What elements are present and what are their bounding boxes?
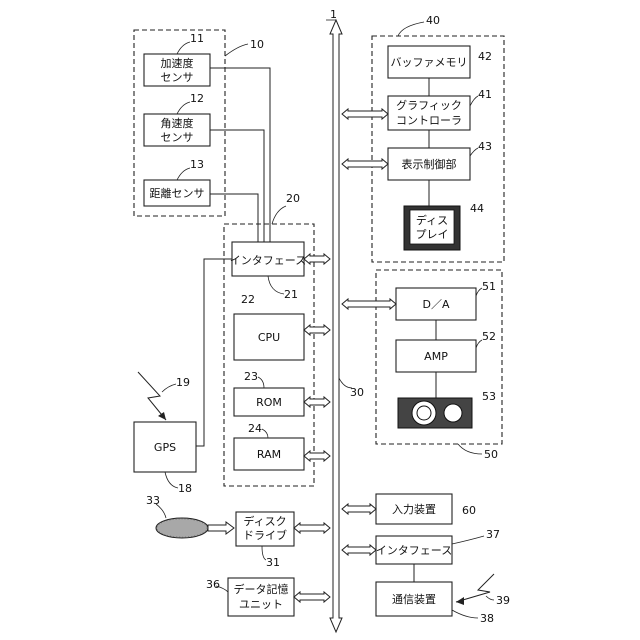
- ref-42: 42: [478, 50, 492, 63]
- comm-device-label: 通信装置: [392, 593, 436, 606]
- cpu-label: CPU: [258, 331, 280, 344]
- display-control-label: 表示制御部: [402, 157, 457, 171]
- ref-60: 60: [462, 504, 476, 517]
- ref-53: 53: [482, 390, 496, 403]
- interface-label: インタフェース: [230, 254, 306, 267]
- gps-antenna-icon: [138, 372, 166, 420]
- ref-20: 20: [286, 192, 300, 205]
- graphic-controller-label-2: コントローラ: [396, 114, 462, 127]
- ref-12: 12: [190, 92, 204, 105]
- ref-30: 30: [350, 386, 364, 399]
- wire-gps-interface: [196, 259, 232, 446]
- ref-37: 37: [486, 528, 500, 541]
- ref-18: 18: [178, 482, 192, 495]
- ref-41: 41: [478, 88, 492, 101]
- ref-11: 11: [190, 32, 204, 45]
- amp-label: AMP: [424, 350, 448, 363]
- data-storage-label-2: ユニット: [239, 598, 283, 611]
- distance-sensor-label: 距離センサ: [150, 186, 205, 200]
- ref-43: 43: [478, 140, 492, 153]
- connector-bus-graphic: [342, 109, 388, 119]
- disk-drive-label-1: ディスク: [243, 514, 286, 528]
- connector-bus-da: [342, 299, 396, 309]
- accel-sensor-label-1: 加速度: [161, 56, 194, 70]
- accel-sensor-label-2: センサ: [161, 71, 194, 84]
- ref-44: 44: [470, 202, 484, 215]
- data-storage-label-1: データ記憶: [234, 582, 289, 596]
- connector-storage-bus: [294, 592, 330, 602]
- ram-label: RAM: [257, 448, 281, 461]
- connector-disk-bus: [294, 523, 330, 533]
- ref-52: 52: [482, 330, 496, 343]
- input-device-label: 入力装置: [392, 503, 436, 516]
- display-label-1: ディス: [416, 213, 448, 227]
- wire-distance: [210, 194, 258, 242]
- ref-38: 38: [480, 612, 494, 625]
- system-bus: [330, 20, 342, 632]
- display-label-2: プレイ: [416, 228, 449, 241]
- connector-bus-interface2: [342, 545, 376, 555]
- wire-angular: [210, 130, 264, 242]
- comm-antenna-icon: [456, 574, 494, 605]
- rom-label: ROM: [256, 396, 282, 409]
- ref-40: 40: [426, 14, 440, 27]
- connector-interface-bus: [304, 254, 330, 264]
- disk-drive-label-2: ドライブ: [243, 528, 287, 542]
- ref-23: 23: [244, 370, 258, 383]
- connector-bus-input: [342, 504, 376, 514]
- ref-10: 10: [250, 38, 264, 51]
- graphic-controller-label-1: グラフィック: [396, 98, 462, 112]
- da-converter-label: D／A: [423, 298, 450, 311]
- ref-19: 19: [176, 376, 190, 389]
- gps-label: GPS: [154, 441, 176, 454]
- bus-ref-label: 1: [330, 8, 337, 21]
- ref-22: 22: [241, 293, 255, 306]
- ref-31: 31: [266, 556, 280, 569]
- ref-36: 36: [206, 578, 220, 591]
- ref-21: 21: [284, 288, 298, 301]
- connector-bus-display-control: [342, 159, 388, 169]
- connector-cpu-bus: [304, 325, 330, 335]
- connector-ram-bus: [304, 451, 330, 461]
- ref-24: 24: [248, 422, 262, 435]
- angular-sensor-label-2: センサ: [161, 131, 194, 144]
- ref-50: 50: [484, 448, 498, 461]
- buffer-memory-label: バッファメモリ: [391, 56, 468, 69]
- ref-51: 51: [482, 280, 496, 293]
- speaker-icon: [398, 398, 472, 428]
- ref-13: 13: [190, 158, 204, 171]
- disk-medium-icon: [156, 518, 208, 538]
- interface2-label: インタフェース: [376, 544, 452, 557]
- connector-rom-bus: [304, 397, 330, 407]
- disk-insert-arrow: [208, 522, 234, 534]
- ref-39: 39: [496, 594, 510, 607]
- angular-sensor-label-1: 角速度: [161, 116, 194, 130]
